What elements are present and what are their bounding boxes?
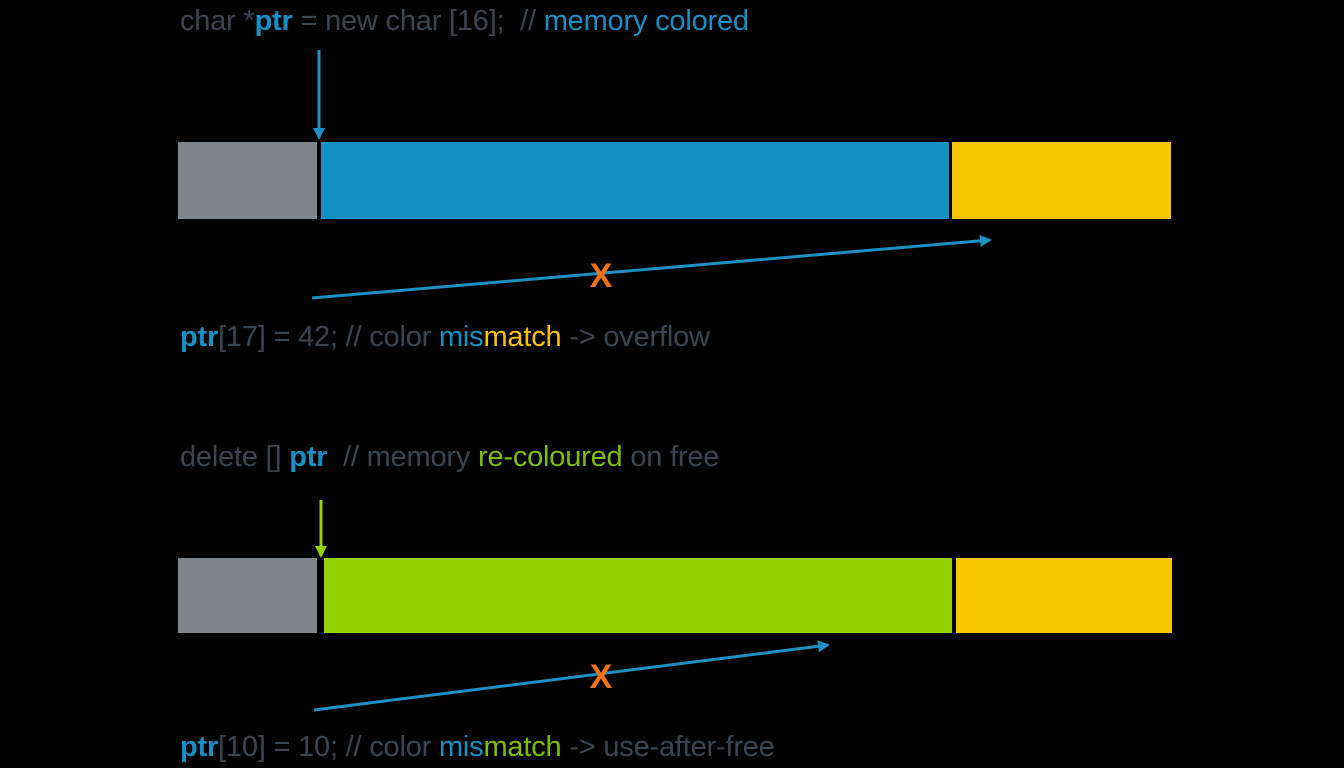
use-after-free-segment: match — [483, 731, 562, 763]
overflow-statement: ptr[17] = 42; // color mismatch -> overf… — [180, 320, 710, 354]
free-statement: delete [] ptr // memory re-coloured on f… — [180, 440, 719, 474]
free-segment: ptr — [289, 441, 328, 473]
bottom-bar-header-segment — [178, 558, 317, 633]
use-after-free-segment: ptr — [180, 731, 219, 763]
overflow-cross-mark: X — [590, 257, 613, 295]
overflow-segment: [17] = 42; // color — [218, 321, 439, 353]
use-after-free-segment: -> use-after-free — [561, 731, 775, 763]
top-bar-header-segment — [178, 142, 317, 219]
uaf-cross-mark: X — [590, 658, 613, 696]
bottom-bar-green-segment — [324, 558, 952, 633]
overflow-segment: -> overflow — [561, 321, 710, 353]
overflow-access-arrow — [311, 234, 992, 300]
use-after-free-segment: mis — [438, 731, 484, 763]
overflow-segment: mis — [438, 321, 484, 353]
free-segment: // memory — [327, 441, 478, 473]
alloc-segment: memory colored — [543, 5, 749, 37]
free-segment: re-coloured — [477, 441, 623, 473]
use-after-free-segment: [10] = 10; // color — [218, 731, 439, 763]
alloc-statement: char *ptr = new char [16]; // memory col… — [180, 4, 749, 38]
uaf-access-arrow — [313, 640, 830, 712]
use-after-free-statement: ptr[10] = 10; // color mismatch -> use-a… — [180, 730, 775, 764]
alloc-segment: ptr — [254, 5, 293, 37]
bottom-bar-yellow-segment — [956, 558, 1172, 633]
overflow-segment: ptr — [180, 321, 219, 353]
overflow-segment: match — [483, 321, 562, 353]
alloc-segment: char * — [180, 5, 255, 37]
free-segment: on free — [622, 441, 720, 473]
top-bar-blue-segment — [321, 142, 949, 219]
alloc-segment: = new char [16]; // — [292, 5, 544, 37]
top-bar-yellow-segment — [952, 142, 1171, 219]
free-segment: delete [] — [180, 441, 290, 473]
